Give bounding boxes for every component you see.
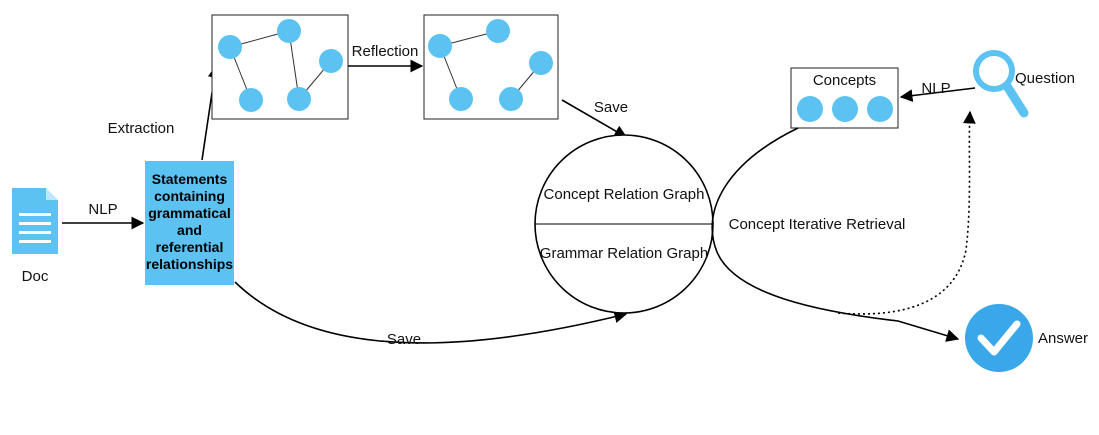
magnifier-icon [973, 50, 1029, 118]
save-arrow-top [561, 99, 628, 138]
grammar-relation-graph-label: Grammar Relation Graph [540, 245, 708, 262]
concept-node [867, 96, 893, 122]
graph-node [277, 19, 301, 43]
concept-node [797, 96, 823, 122]
retrieval-loop-arrow [711, 127, 960, 342]
concept-node [832, 96, 858, 122]
statements-line-4: and [177, 222, 202, 238]
document-icon [12, 188, 58, 254]
answer-label: Answer [1038, 330, 1088, 347]
nlp-arrow-right [899, 87, 976, 102]
graph-node [218, 35, 242, 59]
graph-node [486, 19, 510, 43]
statements-line-6: relationships [146, 256, 233, 272]
statements-line-2: containing [154, 188, 225, 204]
save-label-bottom: Save [387, 331, 421, 348]
graph-node [499, 87, 523, 111]
concept-relation-graph-label: Concept Relation Graph [544, 186, 705, 203]
graph-node [287, 87, 311, 111]
nlp-label-right: NLP [921, 80, 950, 97]
graph-node [529, 51, 553, 75]
extracted-graph-box [211, 14, 349, 120]
reflection-label: Reflection [352, 43, 419, 60]
knowledge-graph-circle [534, 134, 714, 314]
doc-label: Doc [22, 268, 49, 285]
statements-line-3: grammatical [148, 205, 230, 221]
save-label-top: Save [594, 99, 628, 116]
graph-node [319, 49, 343, 73]
graph-node [428, 34, 452, 58]
graph-node [239, 88, 263, 112]
feedback-dotted-arrow [837, 110, 976, 315]
concepts-label: Concepts [813, 72, 876, 89]
nlp-label-left: NLP [88, 201, 117, 218]
extraction-label: Extraction [108, 120, 175, 137]
graph-node [449, 87, 473, 111]
save-arrow-bottom [234, 281, 628, 344]
checkmark-icon [965, 304, 1033, 372]
iterative-retrieval-label: Concept Iterative Retrieval [729, 216, 906, 233]
question-label: Question [1015, 70, 1075, 87]
statements-box [145, 161, 234, 285]
statements-line-5: referential [156, 239, 224, 255]
statements-line-1: Statements [152, 171, 228, 187]
reflected-graph-box [423, 14, 559, 120]
